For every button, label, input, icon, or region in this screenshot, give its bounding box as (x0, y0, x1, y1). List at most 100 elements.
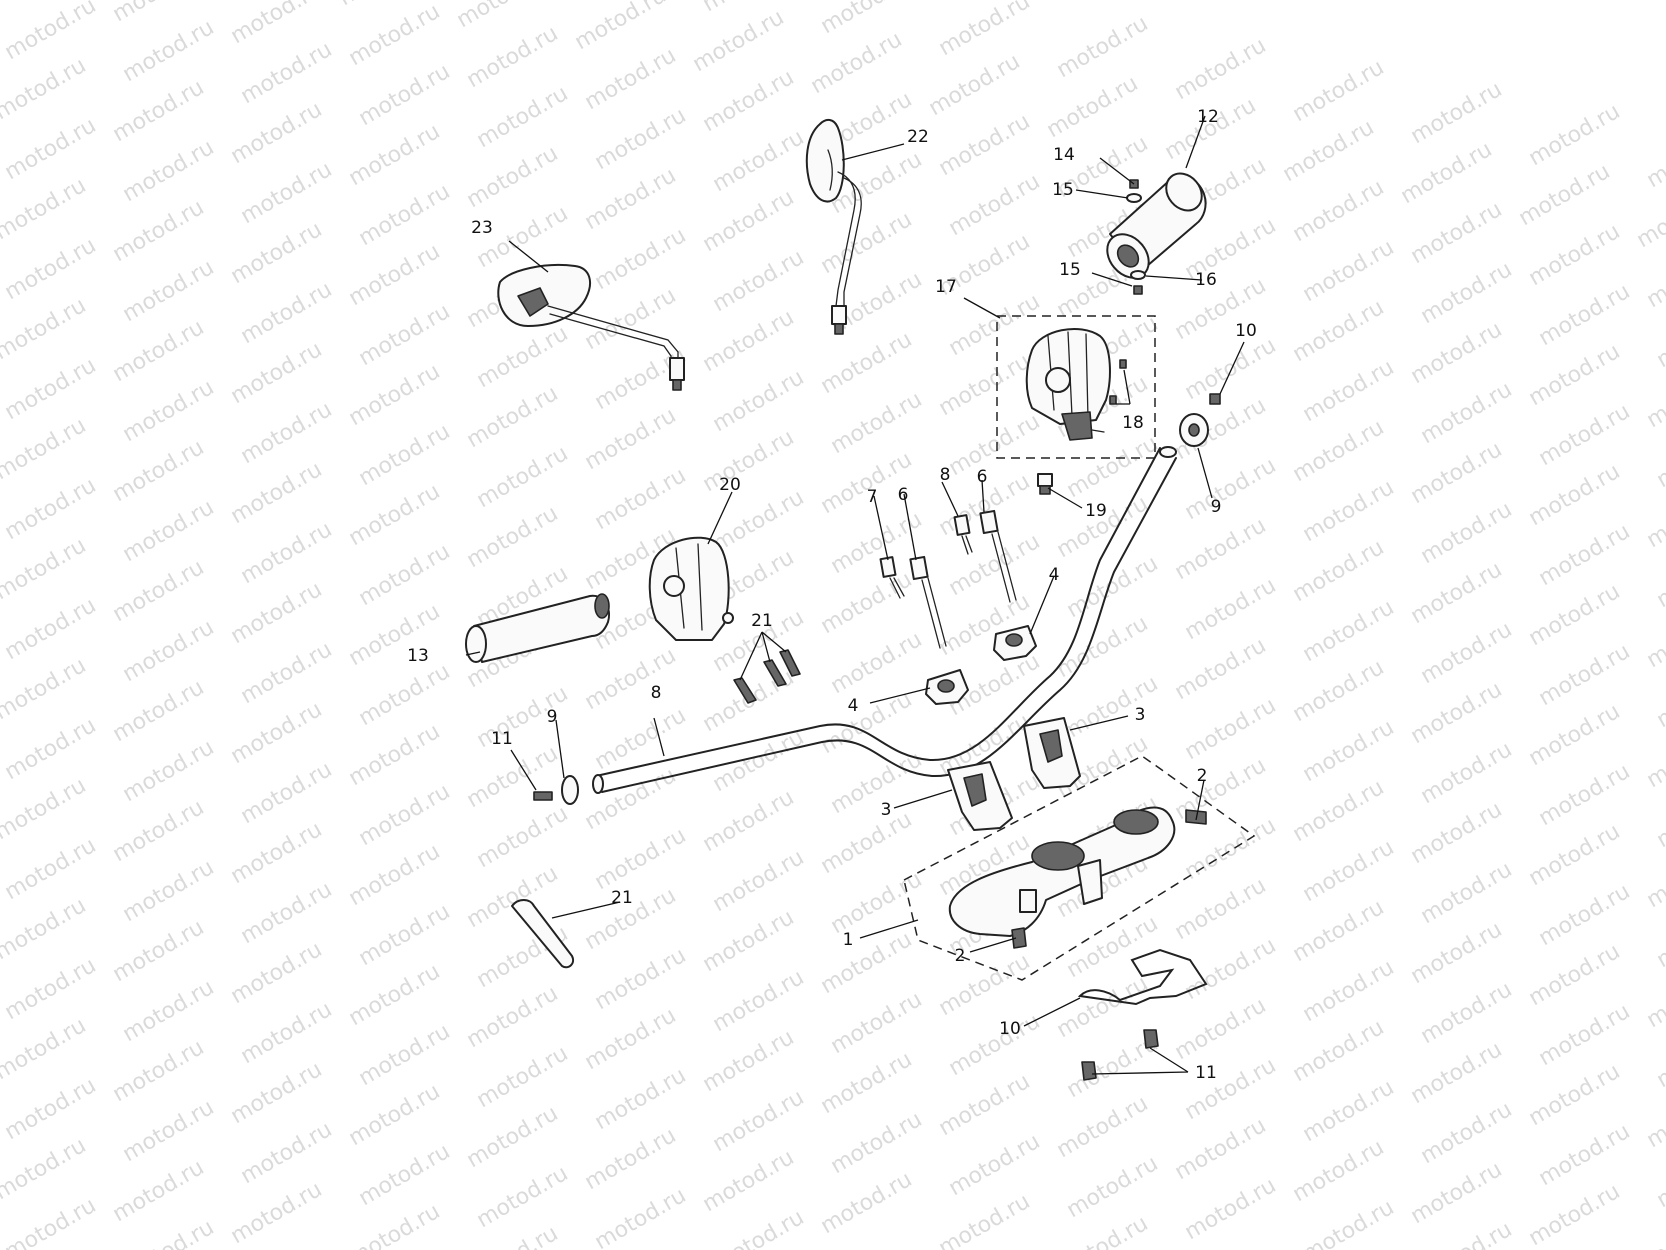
watermark-text: motod.ru (1181, 453, 1281, 525)
watermark-text: motod.ru (1417, 257, 1517, 329)
part-9-left-screw (533, 791, 553, 801)
watermark-text: motod.ru (945, 289, 1045, 361)
watermark-text: motod.ru (237, 877, 337, 949)
watermark-text: motod.ru (1, 953, 101, 1025)
watermark-text: motod.ru (1525, 699, 1625, 771)
watermark-text: motod.ru (1289, 55, 1389, 127)
part-5-bolt-right (979, 509, 1017, 603)
callout-2-right: 2 (1197, 766, 1208, 786)
watermark-text: motod.ru (1063, 911, 1163, 983)
watermark-text: motod.ru (1053, 1211, 1153, 1250)
watermark-text: motod.ru (473, 81, 573, 153)
watermark-text: motod.ru (119, 135, 219, 207)
callout-3-right: 3 (1135, 705, 1146, 725)
watermark-text: motod.ru (925, 49, 1025, 121)
watermark-text: motod.ru (355, 419, 455, 491)
watermark-text: motod.ru (463, 141, 563, 213)
watermark-text: motod.ru (119, 255, 219, 327)
watermark-text: motod.ru (1407, 77, 1507, 149)
watermark-text: motod.ru (1, 0, 101, 65)
watermark-text: motod.ru (817, 567, 917, 639)
watermark-text: motod.ru (945, 1009, 1045, 1081)
callout-22: 22 (907, 127, 929, 147)
watermark-text: motod.ru (1535, 1119, 1635, 1191)
watermark-text: motod.ru (1417, 377, 1517, 449)
watermark-text: motod.ru (1, 1193, 101, 1250)
watermark-text: motod.ru (237, 997, 337, 1069)
callout-19: 20 (719, 475, 741, 495)
watermark-text: motod.ru (237, 757, 337, 829)
callout-14-upper: 14 (1053, 145, 1075, 165)
watermark-text: motod.ru (709, 965, 809, 1037)
watermark-text: motod.ru (1535, 759, 1635, 831)
watermark-text: motod.ru (109, 1155, 209, 1227)
watermark-text: motod.ru (581, 403, 681, 475)
watermark-text: motod.ru (1525, 1179, 1625, 1250)
watermark-text: motod.ru (345, 239, 445, 311)
watermark-text: motod.ru (463, 501, 563, 573)
watermark-text: motod.ru (1171, 513, 1271, 585)
watermark-text: motod.ru (119, 495, 219, 567)
part-6-bolt-left (879, 556, 905, 599)
watermark-text: motod.ru (1279, 115, 1379, 187)
watermark-text: motod.ru (1053, 1091, 1153, 1163)
watermark-text: motod.ru (1633, 181, 1666, 253)
watermark-text: motod.ru (109, 435, 209, 507)
watermark-text: motod.ru (1535, 519, 1635, 591)
watermark-text: motod.ru (1643, 721, 1666, 793)
watermark-text: motod.ru (699, 425, 799, 497)
watermark-text: motod.ru (345, 479, 445, 551)
watermark-text: motod.ru (345, 1079, 445, 1151)
watermark-text: motod.ru (945, 169, 1045, 241)
watermark-text: motod.ru (1, 473, 101, 545)
watermark-text: motod.ru (463, 1101, 563, 1173)
watermark-text: motod.ru (1289, 655, 1389, 727)
watermark-text: motod.ru (227, 0, 327, 49)
watermark-text: motod.ru (109, 315, 209, 387)
part-3-riser-left (947, 761, 1013, 831)
watermark-text: motod.ru (1053, 971, 1153, 1043)
watermark-text: motod.ru (1417, 857, 1517, 929)
callout-15-lower: 16 (1195, 270, 1217, 290)
watermark-text: motod.ru (1289, 775, 1389, 847)
watermark-text: motod.ru (1407, 437, 1507, 509)
watermark-text: motod.ru (699, 785, 799, 857)
watermark-text: motod.ru (1181, 573, 1281, 645)
watermark-text: motod.ru (227, 937, 327, 1009)
watermark-text: motod.ru (227, 337, 327, 409)
watermark-text: motod.ru (1643, 601, 1666, 673)
watermark-text: motod.ru (1289, 415, 1389, 487)
watermark-text: motod.ru (935, 1189, 1035, 1250)
watermark-text: motod.ru (591, 463, 691, 535)
callout-14-lower: 15 (1059, 260, 1081, 280)
watermark-text: motod.ru (1299, 835, 1399, 907)
watermark-text: motod.ru (355, 539, 455, 611)
watermark-text: motod.ru (699, 0, 799, 17)
callout-17: 18 (1122, 413, 1144, 433)
watermark-text: motod.ru (709, 485, 809, 557)
callout-10: 10 (999, 1019, 1021, 1039)
callout-9-right: 10 (1235, 321, 1257, 341)
watermark-text: motod.ru (463, 381, 563, 453)
watermark-text: motod.ru (463, 1221, 563, 1250)
watermark-text: motod.ru (935, 109, 1035, 181)
watermark-text: motod.ru (1181, 693, 1281, 765)
callout-labels: 23 22 14 15 12 15 16 17 18 10 9 19 20 21… (407, 107, 1257, 1083)
watermark-text: motod.ru (1063, 431, 1163, 503)
watermark-text: motod.ru (709, 725, 809, 797)
part-11-screws (1081, 1029, 1159, 1081)
watermark-text: motod.ru (1525, 579, 1625, 651)
callout-20: 21 (751, 611, 773, 631)
part-21-tool (511, 899, 574, 969)
watermark-text: motod.ru (1299, 355, 1399, 427)
watermark-text: motod.ru (1171, 873, 1271, 945)
watermark-text: motod.ru (699, 305, 799, 377)
watermark-text: motod.ru (119, 1215, 219, 1250)
callout-23: 23 (471, 218, 493, 238)
watermark-text: motod.ru (355, 59, 455, 131)
watermark-text: motod.ru (1299, 235, 1399, 307)
watermark-text: motod.ru (1063, 1151, 1163, 1223)
watermark-text: motod.ru (355, 179, 455, 251)
watermark-text: motod.ru (817, 927, 917, 999)
watermark-text: motod.ru (227, 697, 327, 769)
